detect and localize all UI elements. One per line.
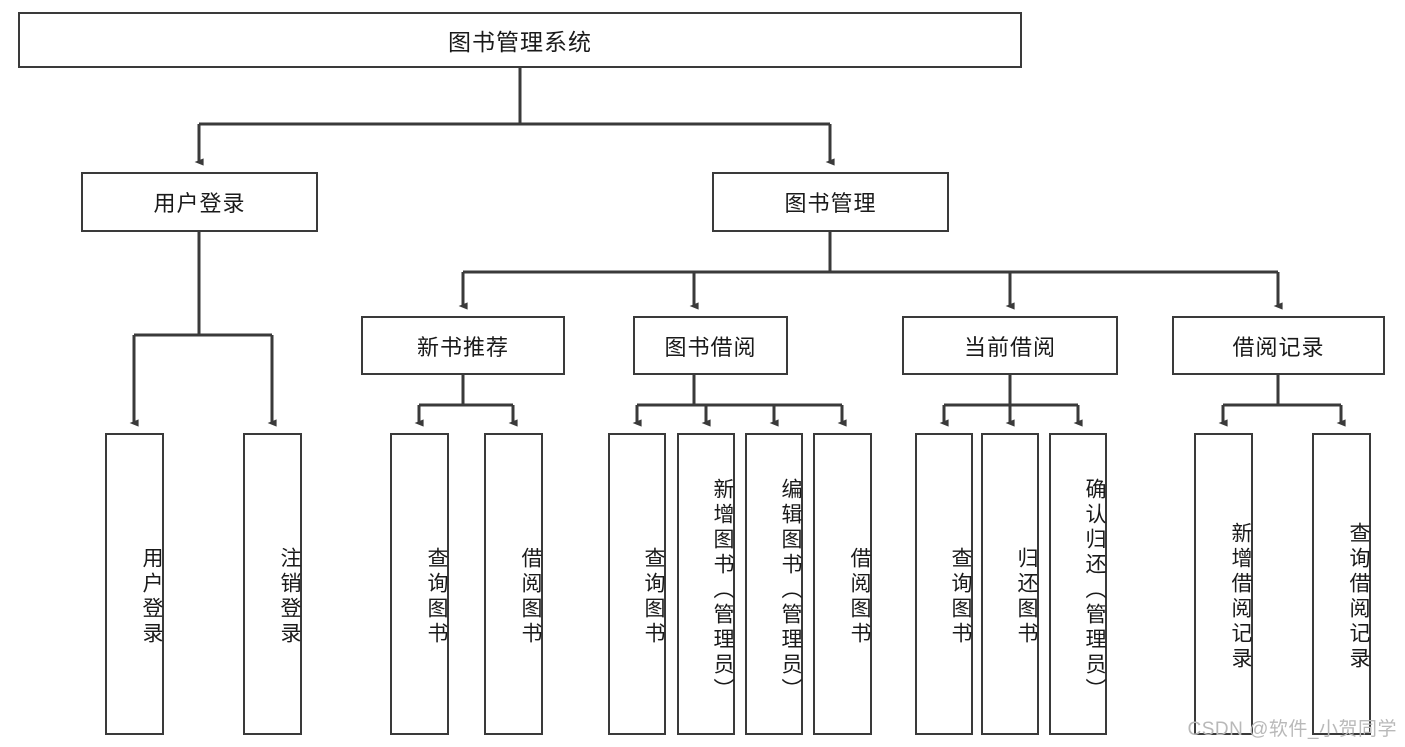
node-root-system[interactable]: 图书管理系统 — [18, 12, 1022, 68]
node-book-borrow[interactable]: 图书借阅 — [633, 316, 788, 375]
leaf-add-book[interactable]: 新增图书（管理员） — [677, 433, 735, 735]
leaf-edit-book[interactable]: 编辑图书（管理员） — [745, 433, 803, 735]
node-user-login[interactable]: 用户登录 — [81, 172, 318, 232]
leaf-query-record[interactable]: 查询借阅记录 — [1312, 433, 1371, 735]
leaf-user-logout[interactable]: 注销登录 — [243, 433, 302, 735]
node-current-borrow[interactable]: 当前借阅 — [902, 316, 1118, 375]
leaf-query-book-1[interactable]: 查询图书 — [390, 433, 449, 735]
watermark: CSDN @软件_小贺同学 — [1187, 719, 1397, 740]
leaf-borrow-book-1[interactable]: 借阅图书 — [484, 433, 543, 735]
leaf-query-book-3[interactable]: 查询图书 — [915, 433, 973, 735]
leaf-return-book[interactable]: 归还图书 — [981, 433, 1039, 735]
leaf-borrow-book-2[interactable]: 借阅图书 — [813, 433, 872, 735]
node-borrow-record[interactable]: 借阅记录 — [1172, 316, 1385, 375]
node-new-book-recommend[interactable]: 新书推荐 — [361, 316, 565, 375]
node-book-management[interactable]: 图书管理 — [712, 172, 949, 232]
leaf-user-login[interactable]: 用户登录 — [105, 433, 164, 735]
leaf-add-record[interactable]: 新增借阅记录 — [1194, 433, 1253, 735]
leaf-confirm-return[interactable]: 确认归还（管理员） — [1049, 433, 1107, 735]
leaf-query-book-2[interactable]: 查询图书 — [608, 433, 666, 735]
